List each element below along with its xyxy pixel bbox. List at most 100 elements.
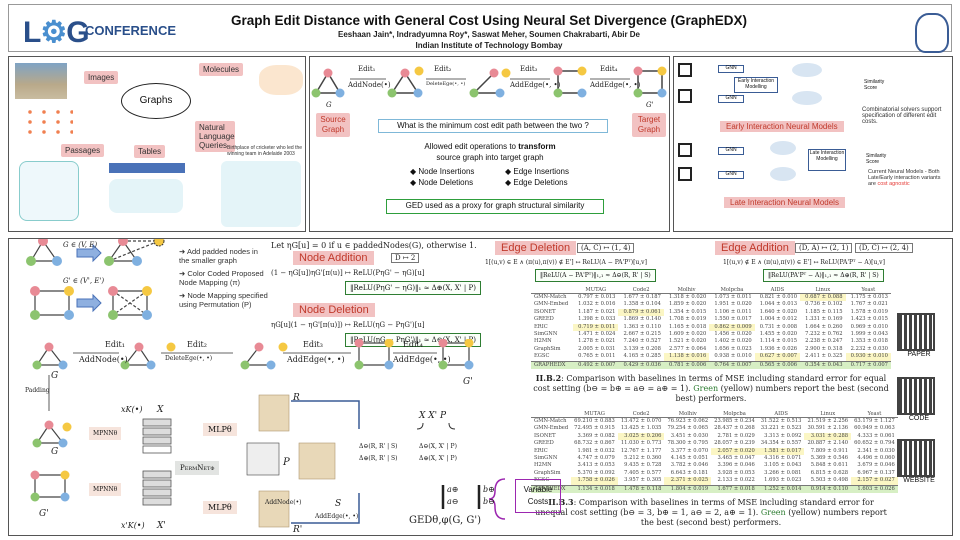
method-name: GMN-Match [534, 418, 567, 424]
mse-cell: 4.747 ± 0.079 [577, 455, 615, 462]
mse-cell: 3.451 ± 0.030 [670, 432, 709, 439]
column-header [531, 287, 574, 294]
graphs-cloud: Graphs [121, 83, 191, 119]
mse-cell: 3.396 ± 0.046 [717, 462, 755, 469]
mse-cell: 0.719 ± 0.011 [573, 323, 619, 332]
bullet-padded-nodes: ➜ Add padded nodes in the smaller graph [179, 247, 258, 265]
node-addition-mapping: D ↦ 2 [391, 253, 420, 263]
arch-g-label: G [51, 371, 59, 381]
method-name: ISONET [534, 308, 556, 315]
mse-cell: 0.736 ± 0.102 [805, 301, 843, 308]
op-node-deletions: ◆ Node Deletions [410, 178, 474, 187]
mse-cell: 3.465 ± 0.047 [717, 455, 755, 462]
edit4-op: AddEdge(•, •) [590, 81, 641, 89]
column-header: Linux [804, 411, 852, 418]
method-name: H2MN [534, 462, 552, 469]
mpnn-top: MPNNθ [89, 427, 122, 440]
method-panel: G ∈ (V, E) G' ∈ (V', E') ➜ Add padded no… [8, 238, 953, 536]
mse-cell: 1.032 ± 0.016 [578, 301, 616, 308]
mse-cell: 1.550 ± 0.017 [714, 316, 752, 323]
ged-output: GEDθ,φ(G, G') [409, 515, 482, 526]
mse-cell: 1.981 ± 0.032 [577, 447, 615, 454]
mse-cell: 5.370 ± 0.092 [577, 469, 615, 476]
mse-cell: 1.767 ± 0.021 [850, 301, 888, 308]
graph-icon-3 [678, 143, 692, 157]
mse-cell: 11.030 ± 0.773 [620, 440, 662, 447]
mse-cell: 4.165 ± 0.285 [623, 353, 661, 360]
mse-cell: 33.221 ± 0.523 [760, 425, 802, 432]
mse-cell: 0.717 ± 0.007 [845, 360, 891, 370]
mse-cell: 2.577 ± 0.064 [668, 345, 707, 352]
poster-header: L⚙G CONFERENCE Graph Edit Distance with … [8, 4, 952, 53]
mse-cell: 13.425 ± 1.035 [620, 425, 662, 432]
op-edge-deletions: ◆ Edge Deletions [505, 178, 568, 187]
xp-label: X' [157, 521, 166, 531]
method-name: EGSC [534, 353, 550, 360]
mse-cell: 2.900 ± 0.318 [805, 345, 843, 352]
edit1-label: Edit₁ [358, 65, 376, 73]
p-label: P [283, 457, 290, 468]
g-definition: G ∈ (V, E) [63, 241, 98, 249]
mse-cell: 1.138 ± 0.016 [663, 353, 710, 362]
node-addition-box: ‖ReLU(PηG' − ηG)‖₁ ≈ Δ⊕(X, X' | P) [345, 281, 481, 295]
similarity-score-early: Similarity Score [864, 79, 885, 91]
source-graph-symbol: G [326, 101, 332, 109]
mse-cell: 5.212 ± 0.360 [624, 455, 662, 462]
bullet-permutation: ➜ Node Mapping specified using Permutati… [179, 291, 268, 309]
method-name: GraphSim [534, 469, 561, 476]
b-plus: b⊕ [483, 485, 495, 494]
mse-cell: 1.402 ± 0.020 [714, 338, 752, 345]
mse-cell: 1.677 ± 0.187 [623, 294, 661, 300]
table-graphic [109, 163, 185, 173]
mse-cell: 9.435 ± 0.728 [624, 462, 662, 469]
early-interaction-block: Early Interaction Modelling [734, 77, 778, 93]
mse-cell: 1.936 ± 0.026 [759, 345, 798, 352]
mse-cell: 2.057 ± 0.020 [711, 447, 758, 456]
qr-paper[interactable]: PAPER [897, 313, 941, 358]
qr-website[interactable]: WEBSITE [897, 439, 941, 484]
mse-cell: 0.764 ± 0.007 [709, 360, 755, 370]
mse-cell: 3.377 ± 0.070 [670, 447, 709, 454]
gp-definition: G' ∈ (V', E') [63, 277, 105, 285]
mse-cell: 7.809 ± 0.911 [810, 447, 849, 454]
method-bullets: ➜ Add padded nodes in the smaller graph … [179, 247, 269, 309]
mse-cell: 23.985 ± 0.234 [714, 418, 755, 424]
mse-cell: 1.478 ± 0.118 [617, 484, 665, 494]
qr-code[interactable]: CODE [897, 377, 941, 422]
mse-cell: 0.429 ± 0.036 [618, 360, 664, 370]
column-header: Linux [800, 287, 846, 294]
column-header: MUTAG [571, 411, 618, 418]
label-passages: Passages [61, 144, 105, 157]
mse-cell: 34.354 ± 0.557 [760, 440, 802, 447]
mse-cell: 1.664 ± 0.260 [805, 323, 843, 330]
method-name: GRAPHEDX [531, 484, 572, 494]
embedding-3 [770, 141, 796, 155]
mse-cell: 1.106 ± 0.011 [714, 308, 752, 315]
mse-cell: 5.369 ± 0.546 [810, 455, 849, 462]
label-images: Images [84, 71, 119, 84]
mse-cell: 63.179 ± 1.127 [854, 418, 895, 424]
mse-cell: 2.341 ± 0.030 [857, 447, 895, 454]
mse-cell: 3.266 ± 0.081 [764, 469, 802, 476]
mse-cell: 2.238 ± 0.247 [805, 338, 843, 345]
graph-icon-4 [678, 167, 692, 181]
mse-cell: 2.667 ± 0.215 [623, 331, 661, 338]
mse-cell: 1.758 ± 0.026 [571, 477, 618, 486]
mse-cell: 3.413 ± 0.053 [577, 462, 615, 469]
mse-cell: 1.318 ± 0.020 [668, 294, 707, 300]
edge-addition-mapping-1: (D, A) ↦ (2, 1) [795, 243, 853, 253]
gnn-block-4: GNN [718, 171, 744, 179]
delta-edge-plus: Δ⊕(R, R' | S) [359, 455, 398, 462]
eta-definition: Let ηG[u] = 0 if u ∈ paddedNodes(G), oth… [271, 241, 477, 250]
mse-cell: 12.767 ± 1.177 [620, 447, 662, 454]
mse-cell: 7.240 ± 0.527 [623, 338, 661, 345]
method-name: GMN-Embed [534, 301, 569, 308]
method-name: H2MN [534, 338, 552, 345]
edge-addition-mapping-2: (D, C) ↦ (2, 4) [855, 243, 913, 253]
table2-caption: II.B.3: Comparison with baselines in ter… [535, 497, 887, 528]
